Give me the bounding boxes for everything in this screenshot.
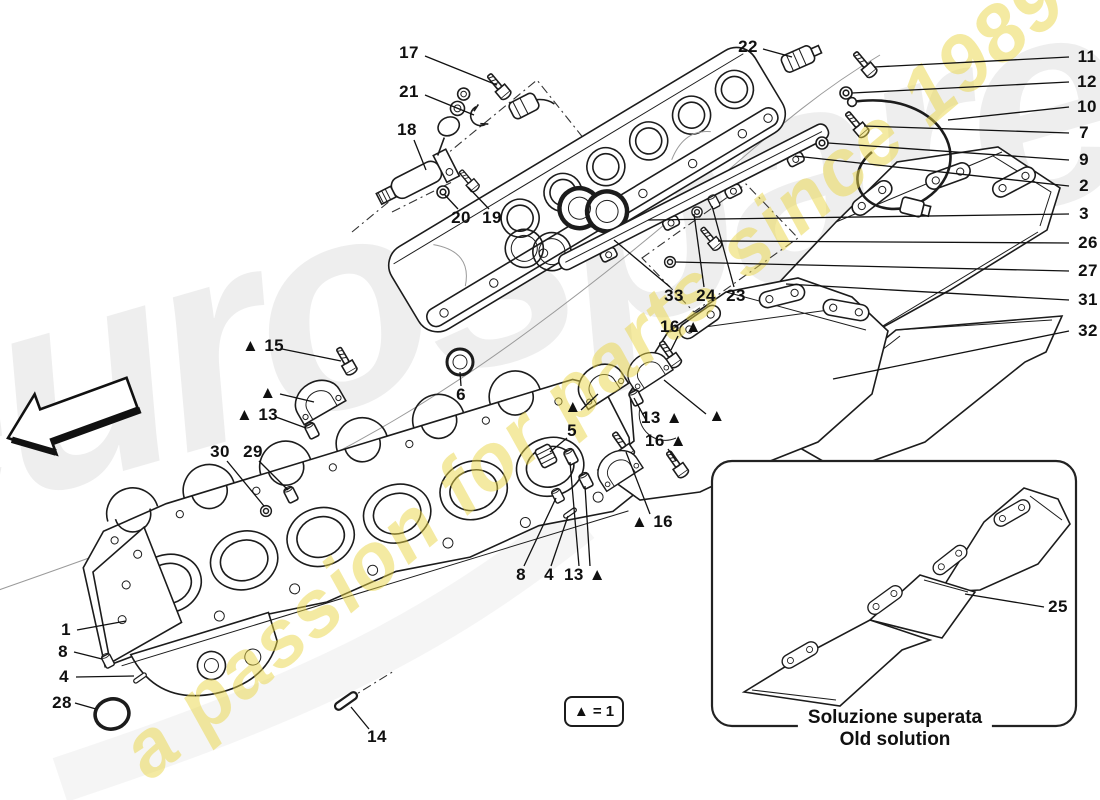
sensor-22 <box>780 44 823 73</box>
triangle-legend-box: ▲ = 1 <box>564 696 624 727</box>
sensor-cable-10 <box>846 96 952 218</box>
connector-sensor <box>508 92 555 120</box>
small-parts <box>93 44 952 731</box>
clamp-21 <box>469 104 489 127</box>
leader-lines <box>73 48 1070 730</box>
o-ring-28 <box>93 697 131 731</box>
breather-grommet <box>557 185 630 234</box>
watermark-swoosh-2 <box>52 502 595 800</box>
inset-caption: Soluzione superata Old solution <box>797 707 993 751</box>
solenoid-18 <box>375 87 471 206</box>
old-solution-shield <box>741 487 1071 707</box>
cylinder-head-drawing <box>82 370 635 697</box>
direction-arrow <box>6 376 142 457</box>
inset-box <box>710 459 1078 728</box>
inset-caption-italian: Soluzione superata <box>807 707 983 728</box>
seal-6 <box>445 347 475 377</box>
coil-rail-drawing <box>557 123 830 271</box>
inset-caption-english: Old solution <box>839 729 951 750</box>
